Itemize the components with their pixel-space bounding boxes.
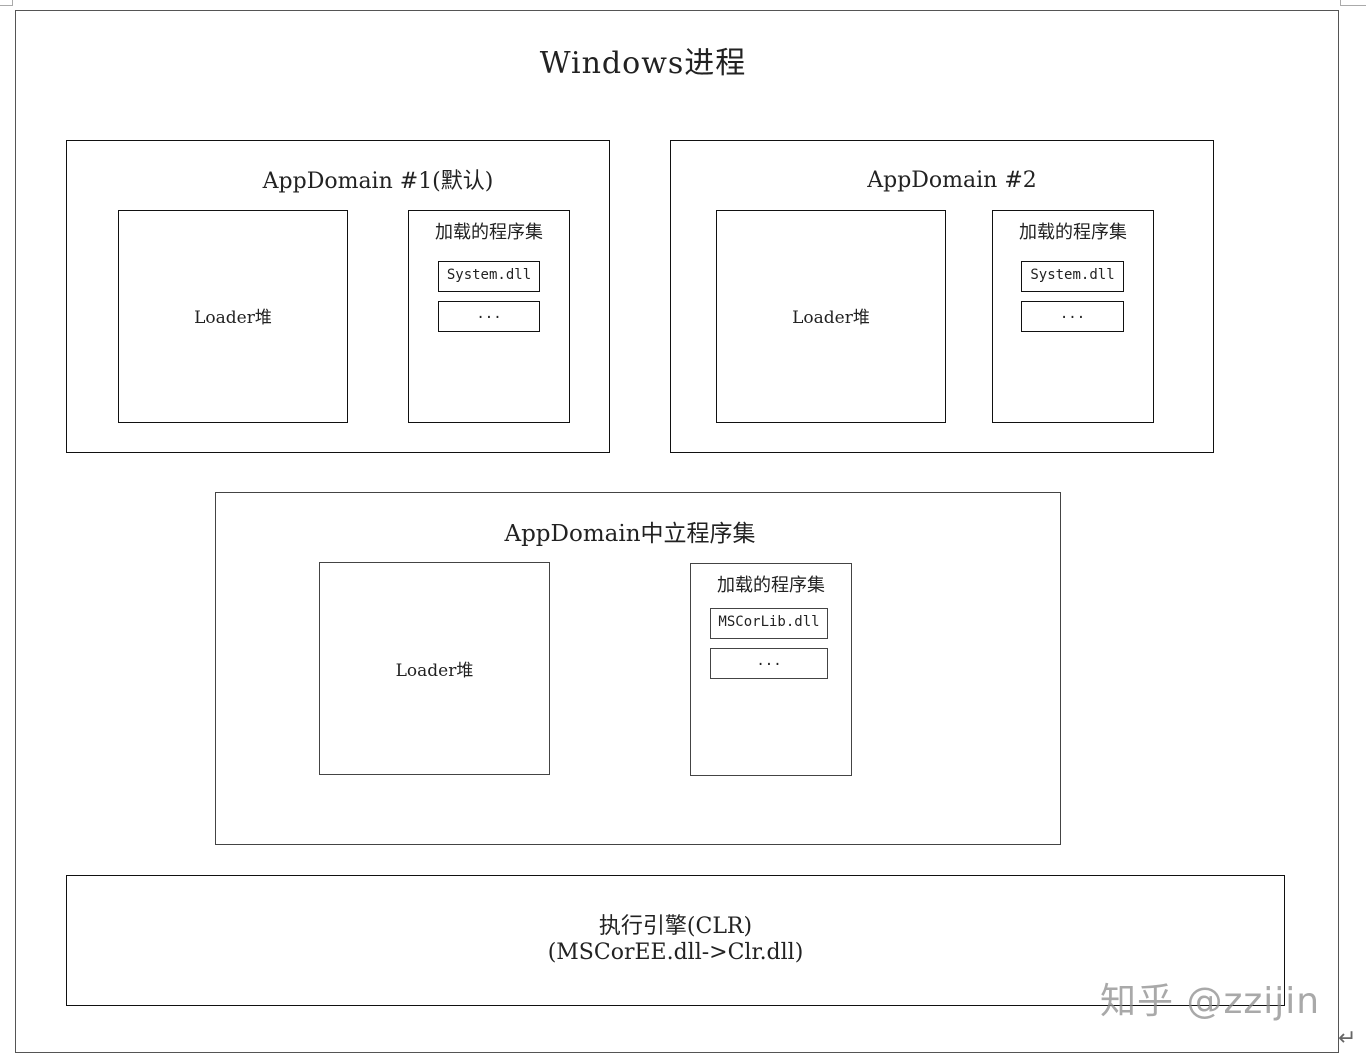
appdomain-2-assembly-system-dll-label: System.dll bbox=[1030, 267, 1115, 283]
neutral-domain-loader-heap-label: Loader堆 bbox=[395, 661, 474, 681]
appdomain-2-loader-heap-label: Loader堆 bbox=[792, 308, 870, 328]
page-corner-mark-left bbox=[0, 0, 13, 6]
appdomain-1-loader-heap-label: Loader堆 bbox=[194, 308, 272, 328]
appdomain-1-title: AppDomain #1(默认) bbox=[262, 169, 494, 194]
appdomain-1-loaded-assemblies-title: 加载的程序集 bbox=[435, 222, 543, 243]
paragraph-return-icon: ↵ bbox=[1338, 1026, 1357, 1051]
appdomain-2-loaded-assemblies-title: 加载的程序集 bbox=[1019, 222, 1127, 243]
neutral-domain-assembly-more bbox=[710, 648, 828, 679]
page-corner-mark-right bbox=[1340, 0, 1366, 6]
neutral-domain-title: AppDomain中立程序集 bbox=[504, 521, 756, 547]
neutral-domain-assembly-mscorlib-label: MSCorLib.dll bbox=[718, 614, 820, 630]
neutral-domain-assembly-mscorlib bbox=[710, 608, 828, 639]
appdomain-2-assembly-system-dll bbox=[1021, 261, 1124, 292]
execution-engine-subtitle: (MSCorEE.dll->Clr.dll) bbox=[547, 940, 804, 965]
appdomain-1-loader-heap bbox=[118, 210, 348, 423]
neutral-domain-loader-heap bbox=[319, 562, 550, 775]
appdomain-1-assembly-more bbox=[438, 301, 540, 332]
execution-engine-box bbox=[66, 875, 1285, 1006]
neutral-domain-assembly-more-label: ... bbox=[756, 653, 782, 669]
neutral-domain-loaded-assemblies-title: 加载的程序集 bbox=[717, 575, 825, 596]
windows-process-title: Windows进程 bbox=[539, 46, 747, 81]
appdomain-2-assembly-more-label: ... bbox=[1059, 306, 1086, 322]
appdomain-2-assembly-more bbox=[1021, 301, 1124, 332]
appdomain-1-assembly-more-label: ... bbox=[476, 306, 502, 322]
zhihu-watermark: 知乎 @zzijin bbox=[1100, 981, 1321, 1022]
appdomain-1-assembly-system-dll-label: System.dll bbox=[446, 267, 532, 283]
appdomain-2-title: AppDomain #2 bbox=[867, 168, 1037, 193]
appdomain-2-loader-heap bbox=[716, 210, 946, 423]
appdomain-1-assembly-system-dll bbox=[438, 261, 540, 292]
execution-engine-title: 执行引擎(CLR) bbox=[598, 914, 753, 939]
